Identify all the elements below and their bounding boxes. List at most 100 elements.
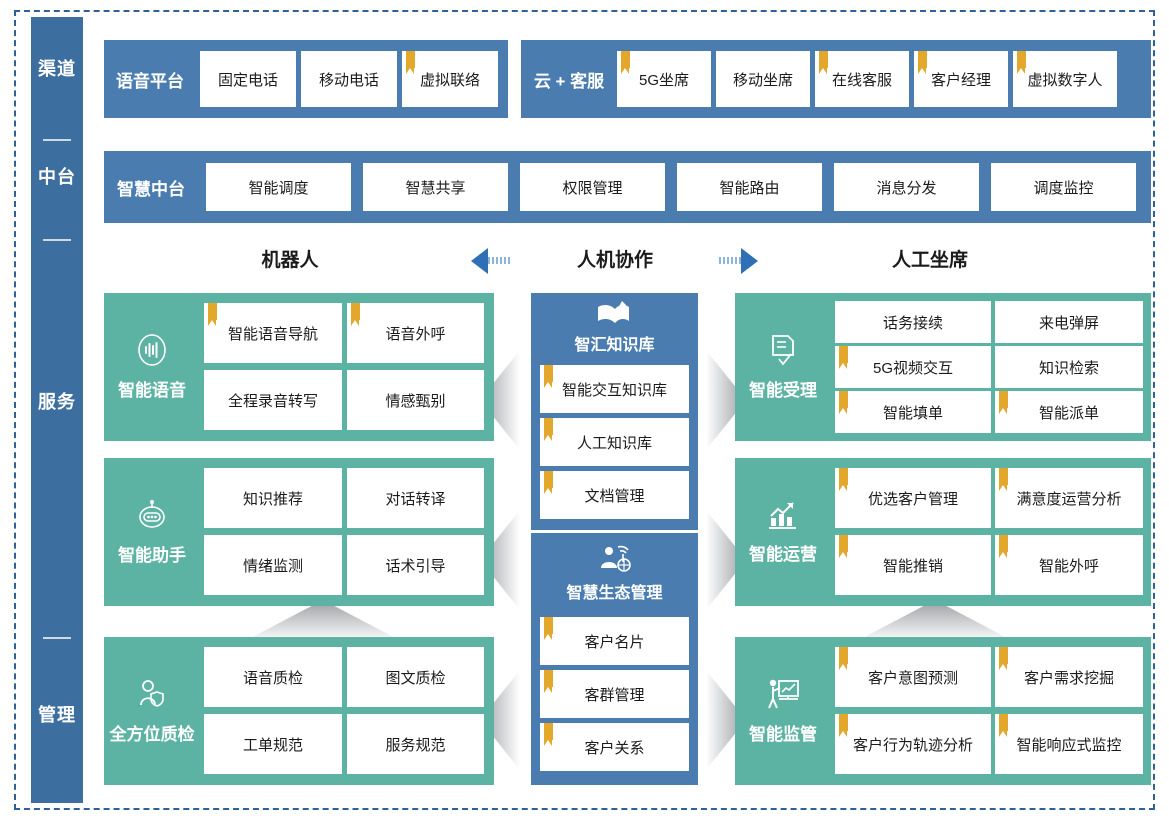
chevron-right-icon-2	[706, 505, 746, 615]
bookmark-ribbon-icon	[839, 391, 848, 414]
cell-interactive-knowledge-base[interactable]: 智能交互知识库	[540, 365, 689, 413]
cell-intelligent-outbound-call[interactable]: 智能外呼	[995, 535, 1143, 595]
platform-chip-permission-management[interactable]: 权限管理	[520, 163, 665, 211]
channel-group-cloud-service-title: 云 + 客服	[533, 71, 605, 91]
cell-customer-card[interactable]: 客户名片	[540, 617, 689, 665]
arrow-left-icon	[471, 248, 511, 274]
platform-chip-message-distribution[interactable]: 消息分发	[834, 163, 979, 211]
heading-human-machine-collab: 人机协作	[576, 250, 653, 271]
cell-knowledge-recommendation[interactable]: 知识推荐	[204, 468, 342, 528]
person-shield-icon	[135, 677, 169, 716]
cell-satisfaction-operation-analysis[interactable]: 满意度运营分析	[995, 468, 1143, 528]
panel-intelligent-operation-head: 智能运营	[735, 458, 831, 606]
cell-intelligent-marketing[interactable]: 智能推销	[835, 535, 991, 595]
cell-call-connection[interactable]: 话务接续	[835, 301, 991, 343]
cell-label: 优选客户管理	[867, 490, 958, 508]
chip-label: 智慧共享	[405, 179, 466, 197]
channel-chip-mobile-seat[interactable]: 移动坐席	[716, 51, 810, 107]
panel-ecosystem-management: 智慧生态管理 客户名片 客群管理 客户关系	[531, 533, 698, 785]
chip-label: 智能路由	[719, 179, 780, 197]
cell-script-guidance[interactable]: 话术引导	[347, 535, 484, 595]
platform-row: 智慧中台 智能调度 智慧共享 权限管理 智能路由 消息分发 调度监控	[104, 151, 1151, 223]
platform-chip-intelligent-routing[interactable]: 智能路由	[677, 163, 822, 211]
ecosystem-icon	[592, 544, 638, 579]
cell-customer-behavior-trace-analysis[interactable]: 客户行为轨迹分析	[835, 714, 991, 774]
cell-emotion-monitoring[interactable]: 情绪监测	[204, 535, 342, 595]
panel-intelligent-voice: 智能语音 智能语音导航 语音外呼 全程录音转写 情感甄别	[104, 293, 494, 441]
channel-chip-virtual-contact[interactable]: 虚拟联络	[402, 51, 498, 107]
open-book-icon	[595, 300, 635, 331]
platform-row-title: 智慧中台	[117, 179, 185, 199]
cell-label: 智能响应式监控	[1016, 736, 1122, 754]
chip-label: 移动电话	[318, 71, 379, 89]
panel-intelligent-operation: 智能运营 优选客户管理 满意度运营分析 智能推销 智能外呼	[735, 458, 1151, 606]
cell-manual-knowledge-base[interactable]: 人工知识库	[540, 418, 689, 466]
chevron-right-icon-3	[706, 665, 746, 775]
chevron-left-icon-3	[480, 665, 520, 775]
bookmark-ribbon-icon	[839, 647, 848, 670]
channel-group-voice-platform-title: 语音平台	[116, 71, 184, 91]
cell-5g-video-interaction[interactable]: 5G视频交互	[835, 346, 991, 388]
platform-chip-smart-sharing[interactable]: 智慧共享	[363, 163, 508, 211]
cell-intelligent-responsive-monitoring[interactable]: 智能响应式监控	[995, 714, 1143, 774]
platform-chip-dispatch-monitoring[interactable]: 调度监控	[991, 163, 1136, 211]
cell-intelligent-dispatch-order[interactable]: 智能派单	[995, 391, 1143, 433]
cell-customer-intent-prediction[interactable]: 客户意图预测	[835, 647, 991, 707]
chevron-right-icon-1	[706, 345, 746, 455]
panel-full-quality-inspection-head: 全方位质检	[104, 637, 200, 785]
channel-chip-virtual-digital-human[interactable]: 虚拟数字人	[1013, 51, 1117, 107]
panel-intelligent-supervision-head: 智能监管	[735, 637, 831, 785]
cell-work-order-standard[interactable]: 工单规范	[204, 714, 342, 774]
cell-label: 5G视频交互	[872, 359, 953, 377]
cell-label: 客群管理	[584, 686, 645, 704]
cell-text-image-quality-inspection[interactable]: 图文质检	[347, 647, 484, 707]
cell-customer-demand-mining[interactable]: 客户需求挖掘	[995, 647, 1143, 707]
channel-group-voice-platform: 语音平台 固定电话 移动电话 虚拟联络	[104, 40, 508, 118]
cell-knowledge-search[interactable]: 知识检索	[995, 346, 1143, 388]
chevron-left-icon-1	[480, 345, 520, 455]
diagram-outer-frame	[14, 10, 1155, 810]
bookmark-ribbon-icon	[839, 468, 848, 491]
bookmark-ribbon-icon	[544, 471, 553, 494]
cell-emotion-detection[interactable]: 情感甄别	[347, 370, 484, 430]
cell-label: 图文质检	[385, 669, 446, 687]
cell-preferred-customer-management[interactable]: 优选客户管理	[835, 468, 991, 528]
chevron-left-icon-2	[480, 505, 520, 615]
cell-customer-relationship[interactable]: 客户关系	[540, 723, 689, 771]
channel-chip-account-manager[interactable]: 客户经理	[914, 51, 1008, 107]
cell-voice-quality-inspection[interactable]: 语音质检	[204, 647, 342, 707]
cell-label: 服务规范	[385, 736, 446, 754]
cell-incoming-call-popup[interactable]: 来电弹屏	[995, 301, 1143, 343]
channel-chip-fixed-phone[interactable]: 固定电话	[200, 51, 296, 107]
cell-customer-group-management[interactable]: 客群管理	[540, 670, 689, 718]
panel-intelligent-assistant-head: 智能助手	[104, 458, 200, 606]
cell-intelligent-form-filling[interactable]: 智能填单	[835, 391, 991, 433]
heading-robot: 机器人	[261, 250, 319, 271]
chip-label: 虚拟数字人	[1027, 71, 1103, 89]
cell-service-standard[interactable]: 服务规范	[347, 714, 484, 774]
cell-label: 客户需求挖掘	[1023, 669, 1114, 687]
bookmark-ribbon-icon	[544, 617, 553, 640]
arrow-right-icon	[718, 248, 758, 274]
cell-label: 知识检索	[1038, 359, 1099, 377]
cell-label: 智能语音导航	[227, 325, 318, 343]
bookmark-ribbon-icon	[999, 468, 1008, 491]
rail-divider-1	[43, 139, 71, 141]
rail-item-management: 管理	[31, 705, 83, 726]
form-check-icon	[767, 333, 799, 372]
cell-dialogue-translation[interactable]: 对话转译	[347, 468, 484, 528]
platform-chip-intelligent-dispatch[interactable]: 智能调度	[206, 163, 351, 211]
bookmark-ribbon-icon	[544, 670, 553, 693]
channel-chip-online-service[interactable]: 在线客服	[815, 51, 909, 107]
cell-document-management[interactable]: 文档管理	[540, 471, 689, 519]
bookmark-ribbon-icon	[839, 346, 848, 369]
cell-full-recording-transcription[interactable]: 全程录音转写	[204, 370, 342, 430]
cell-intelligent-voice-navigation[interactable]: 智能语音导航	[204, 303, 342, 363]
cell-voice-outbound[interactable]: 语音外呼	[347, 303, 484, 363]
cell-label: 话务接续	[882, 314, 943, 332]
panel-knowledge-base-label: 智汇知识库	[574, 336, 655, 354]
channel-chip-5g-seat[interactable]: 5G坐席	[617, 51, 711, 107]
rail-item-platform: 中台	[31, 167, 83, 188]
chart-up-icon	[766, 499, 800, 536]
channel-chip-mobile-phone[interactable]: 移动电话	[301, 51, 397, 107]
